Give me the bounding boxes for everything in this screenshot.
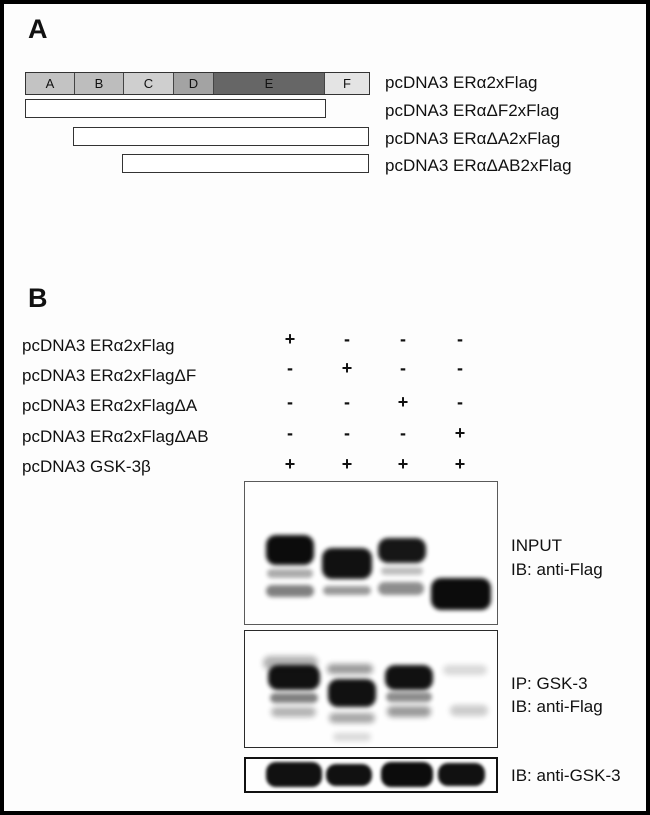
panel-b-label: B bbox=[28, 283, 48, 313]
blot-band bbox=[266, 585, 314, 597]
blot-band bbox=[381, 762, 433, 787]
blot-band bbox=[323, 586, 371, 595]
blot-band bbox=[381, 567, 423, 575]
blot-band bbox=[386, 692, 432, 702]
transfection-row-label: pcDNA3 ERα2xFlag bbox=[22, 336, 175, 355]
western-blot-anti-gsk3 bbox=[244, 757, 498, 793]
domain-segment-f: F bbox=[325, 73, 369, 94]
blot-band bbox=[438, 763, 485, 786]
transfection-row-label: pcDNA3 ERα2xFlagΔA bbox=[22, 396, 198, 415]
sign-cell: + bbox=[284, 329, 296, 349]
construct-label-delta-a: pcDNA3 ERαΔA2xFlag bbox=[385, 129, 561, 148]
input-blot-label-line1: INPUT bbox=[511, 536, 562, 555]
input-blot-label-line2: IB: anti-Flag bbox=[511, 560, 603, 579]
sign-cell: - bbox=[287, 392, 293, 412]
blot-band bbox=[329, 713, 375, 723]
transfection-row-label: pcDNA3 ERα2xFlagΔF bbox=[22, 366, 197, 385]
sign-cell: - bbox=[287, 358, 293, 378]
western-blot-input bbox=[244, 481, 498, 625]
blot-band bbox=[333, 733, 371, 741]
domain-segment-d: D bbox=[174, 73, 214, 94]
sign-cell: + bbox=[284, 454, 296, 474]
blot-band bbox=[266, 535, 314, 565]
sign-cell: - bbox=[344, 423, 350, 443]
sign-cell: - bbox=[344, 329, 350, 349]
panel-a-label: A bbox=[28, 14, 48, 44]
blot-band bbox=[266, 762, 322, 787]
construct-label-delta-f: pcDNA3 ERαΔF2xFlag bbox=[385, 101, 560, 120]
construct-label-delta-ab: pcDNA3 ERαΔAB2xFlag bbox=[385, 156, 572, 175]
transfection-row-label: pcDNA3 GSK-3β bbox=[22, 457, 151, 476]
domain-segment-c: C bbox=[124, 73, 174, 94]
blot-band bbox=[431, 578, 491, 610]
ip-blot-label-line1: IP: GSK-3 bbox=[511, 674, 588, 693]
blot-band bbox=[443, 665, 487, 675]
blot-band bbox=[271, 707, 316, 717]
sign-cell: + bbox=[454, 423, 466, 443]
sign-cell: - bbox=[457, 392, 463, 412]
sign-cell: - bbox=[344, 392, 350, 412]
construct-bar-delta-ab bbox=[122, 154, 369, 173]
blot-band bbox=[268, 665, 320, 690]
domain-segment-e: E bbox=[214, 73, 325, 94]
blot-band bbox=[322, 548, 372, 579]
ip-blot-label-line2: IB: anti-Flag bbox=[511, 697, 603, 716]
sign-cell: - bbox=[457, 358, 463, 378]
blot-band bbox=[450, 705, 488, 716]
sign-cell: - bbox=[400, 329, 406, 349]
sign-cell: - bbox=[287, 423, 293, 443]
western-blot-ip-gsk3 bbox=[244, 630, 498, 748]
domain-segment-a: A bbox=[26, 73, 75, 94]
blot-band bbox=[327, 664, 373, 674]
construct-bar-delta-f bbox=[25, 99, 326, 118]
construct-bar-delta-a bbox=[73, 127, 369, 146]
blot-band bbox=[328, 679, 376, 707]
blot-band bbox=[270, 693, 318, 703]
sign-cell: + bbox=[397, 392, 409, 412]
construct-label-full: pcDNA3 ERα2xFlag bbox=[385, 73, 538, 92]
sign-cell: + bbox=[341, 358, 353, 378]
er-domain-bar: A B C D E F bbox=[25, 72, 370, 95]
blot-band bbox=[385, 665, 433, 690]
sign-cell: - bbox=[457, 329, 463, 349]
blot-band bbox=[378, 538, 426, 563]
blot-band bbox=[378, 582, 424, 595]
domain-segment-b: B bbox=[75, 73, 124, 94]
transfection-row-label: pcDNA3 ERα2xFlagΔAB bbox=[22, 427, 209, 446]
sign-cell: - bbox=[400, 423, 406, 443]
blot-band bbox=[267, 569, 313, 578]
blot-band bbox=[387, 706, 431, 717]
sign-cell: + bbox=[397, 454, 409, 474]
sign-cell: + bbox=[454, 454, 466, 474]
sign-cell: - bbox=[400, 358, 406, 378]
sign-cell: + bbox=[341, 454, 353, 474]
gsk-blot-label-line1: IB: anti-GSK-3 bbox=[511, 766, 621, 785]
blot-band bbox=[326, 764, 372, 786]
